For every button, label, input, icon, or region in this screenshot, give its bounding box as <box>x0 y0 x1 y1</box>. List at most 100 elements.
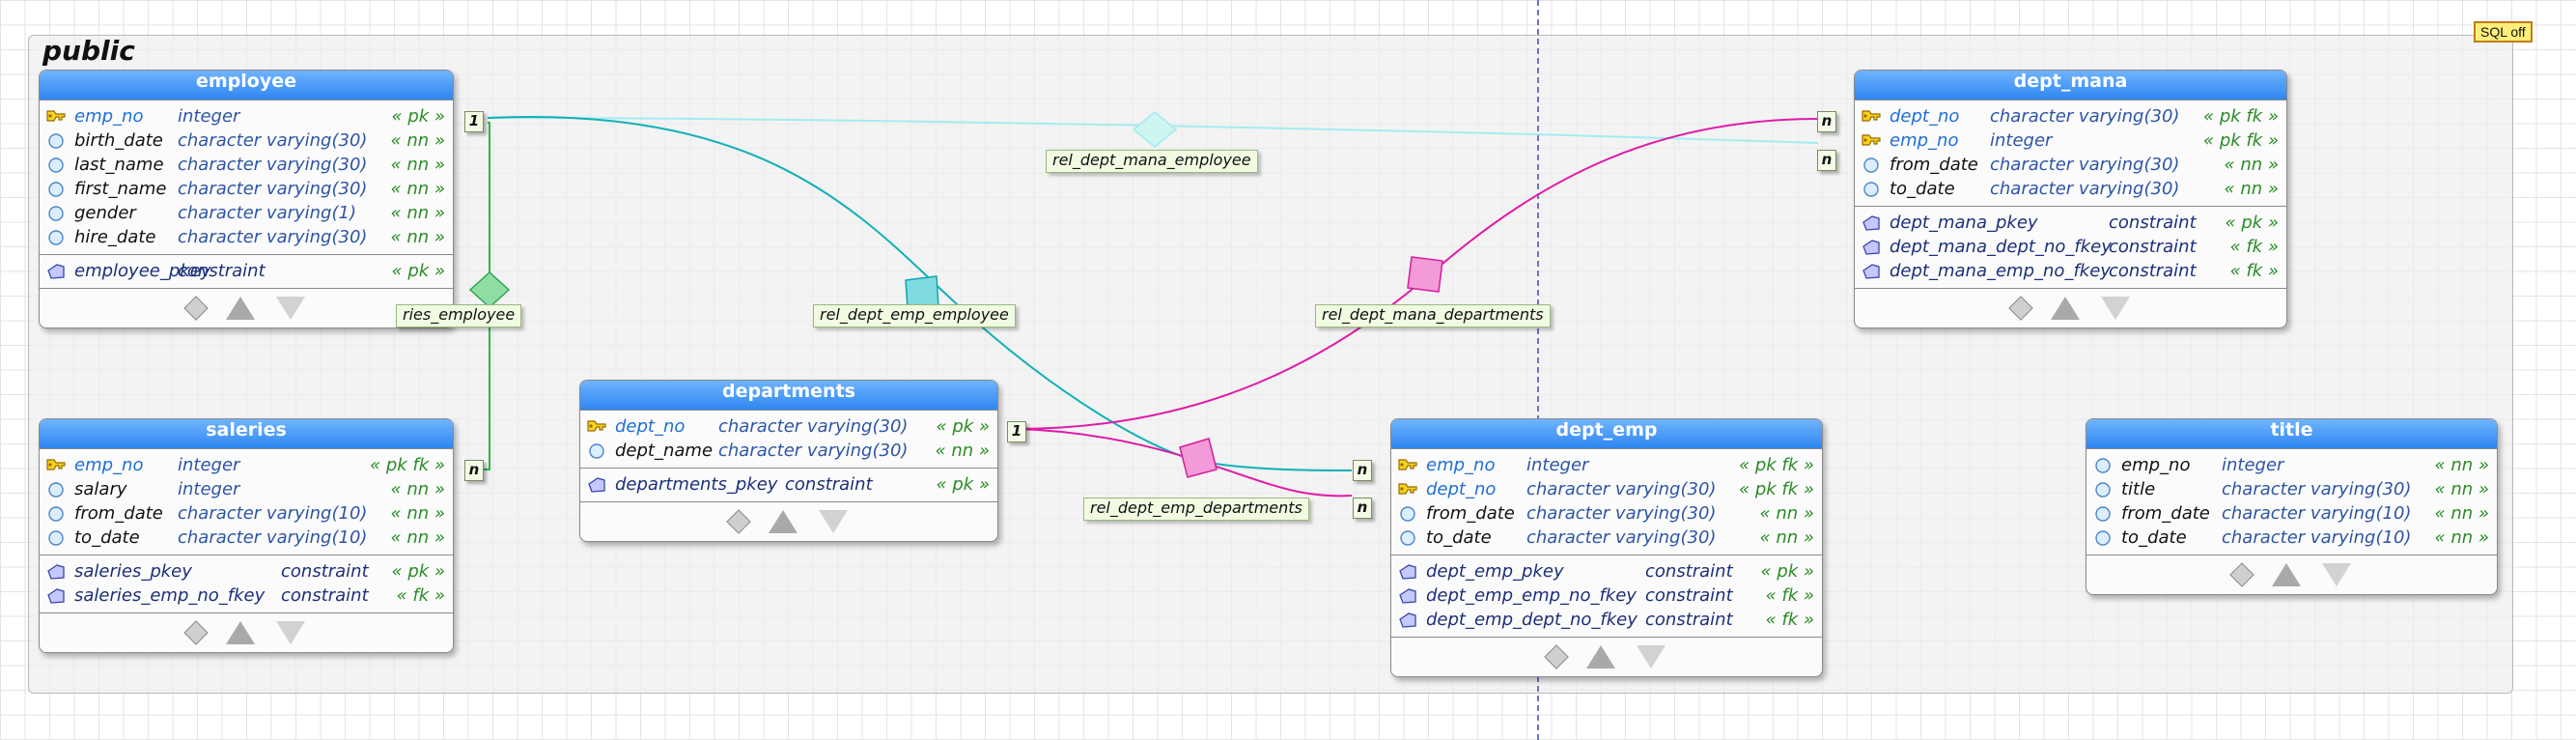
column-type: character varying(30) <box>178 155 368 175</box>
rel-label-dept-emp-departments[interactable]: rel_dept_emp_departments <box>1083 498 1309 521</box>
table-header[interactable]: departments <box>580 381 997 411</box>
column-type: character varying(30) <box>178 227 368 247</box>
circle-icon <box>45 204 67 223</box>
table-header[interactable]: title <box>2086 419 2497 449</box>
rel-line-dept-emp-employee[interactable] <box>487 116 1353 471</box>
column-type: character varying(10) <box>2222 527 2412 548</box>
constraint-name: dept_mana_dept_no_fkey <box>1890 237 2112 257</box>
triangle-down-icon[interactable] <box>276 297 305 320</box>
pentagon-icon <box>45 262 67 281</box>
triangle-up-icon[interactable] <box>769 510 798 533</box>
diamond-icon[interactable] <box>2007 296 2033 321</box>
diamond-icon[interactable] <box>183 620 209 645</box>
diamond-icon[interactable] <box>183 296 209 321</box>
rel-label-dept-emp-employee[interactable]: rel_dept_emp_employee <box>813 304 1016 327</box>
rel-square-dept-mana-departments[interactable] <box>1407 256 1443 293</box>
rel-label-saleries-employee[interactable]: ries_employee <box>396 304 522 327</box>
diamond-icon[interactable] <box>726 509 751 534</box>
rel-label-dept-mana-departments[interactable]: rel_dept_mana_departments <box>1315 304 1551 327</box>
circle-icon <box>1861 180 1882 199</box>
triangle-down-icon[interactable] <box>819 510 848 533</box>
constraint-name: saleries_pkey <box>74 561 192 582</box>
column-name: dept_name <box>615 441 714 461</box>
diamond-icon[interactable] <box>1544 644 1569 669</box>
triangle-down-icon[interactable] <box>276 621 305 644</box>
constraint-flag: « pk » <box>2225 213 2279 233</box>
rel-square-dept-emp-departments[interactable] <box>1179 438 1218 478</box>
rel-diamond-saleries-employee[interactable] <box>468 270 511 309</box>
triangle-up-icon[interactable] <box>226 297 255 320</box>
column-flag: « nn » <box>390 155 445 175</box>
circle-icon <box>45 480 67 499</box>
table-header[interactable]: dept_emp <box>1391 419 1822 449</box>
pentagon-icon <box>1397 586 1418 606</box>
triangle-up-icon[interactable] <box>1586 645 1615 669</box>
triangle-down-icon[interactable] <box>2100 297 2130 320</box>
table-header[interactable]: employee <box>40 71 453 100</box>
column-name: dept_no <box>615 416 686 437</box>
sql-off-badge[interactable]: SQL off <box>2474 21 2533 43</box>
table-header[interactable]: saleries <box>40 419 453 449</box>
triangle-up-icon[interactable] <box>226 621 255 644</box>
rel-diamond-dept-mana-employee[interactable] <box>1132 111 1178 148</box>
triangle-down-icon[interactable] <box>1637 645 1666 669</box>
pentagon-icon <box>1861 238 1882 257</box>
rel-label-dept-mana-employee[interactable]: rel_dept_mana_employee <box>1046 150 1258 173</box>
triangle-up-icon[interactable] <box>2050 297 2080 320</box>
rel-line-dept-emp-departments[interactable] <box>1015 428 1353 498</box>
column-flag: « nn » <box>390 130 445 151</box>
triangle-down-icon[interactable] <box>2321 563 2351 586</box>
circle-icon <box>45 504 67 524</box>
table-header[interactable]: dept_mana <box>1855 71 2286 100</box>
column-type: character varying(30) <box>1990 179 2180 199</box>
column-name: from_date <box>2121 503 2210 524</box>
diamond-icon[interactable] <box>2228 562 2254 587</box>
key-icon <box>1397 456 1418 475</box>
triangle-up-icon[interactable] <box>2271 563 2301 586</box>
constraint-flag: « fk » <box>2229 261 2279 281</box>
